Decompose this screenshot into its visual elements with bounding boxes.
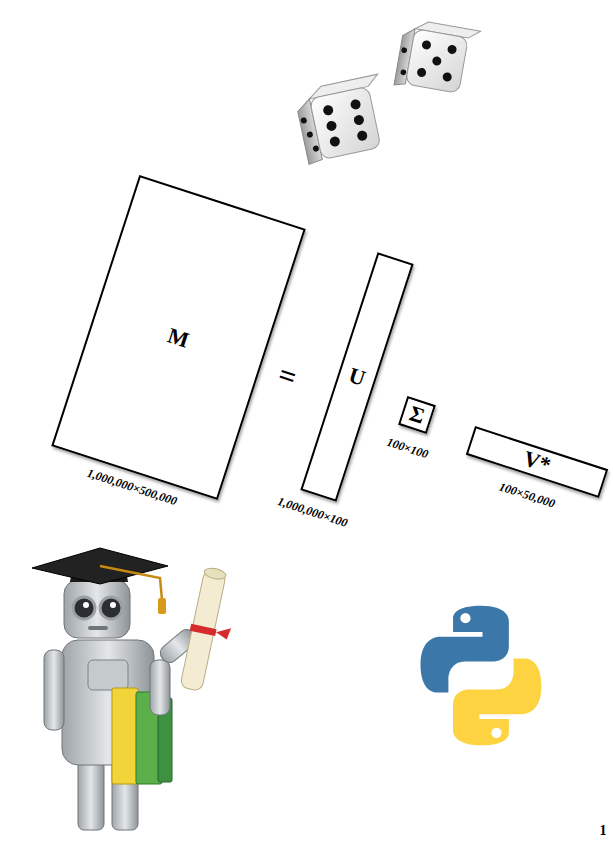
robot-graduate [28,548,250,838]
equals-sign: = [274,357,300,394]
dimension-label: 100×50,000 [497,480,556,510]
matrix-name: V* [521,447,553,476]
matrix-box: Σ [398,396,436,434]
matrix-box: M [51,174,306,499]
matrix-name: M [165,323,192,350]
python-logo [421,606,542,746]
die-front [294,74,394,164]
matrix-box: V* [466,426,608,498]
matrix-name: Σ [407,402,427,427]
dimension-label: 100×100 [385,435,430,461]
die-back [394,18,481,98]
matrix-name: U [346,364,368,390]
page-number: 1 [600,823,607,838]
matrix-box: U [300,252,413,502]
dimension-label: 1,000,000×100 [275,495,348,530]
